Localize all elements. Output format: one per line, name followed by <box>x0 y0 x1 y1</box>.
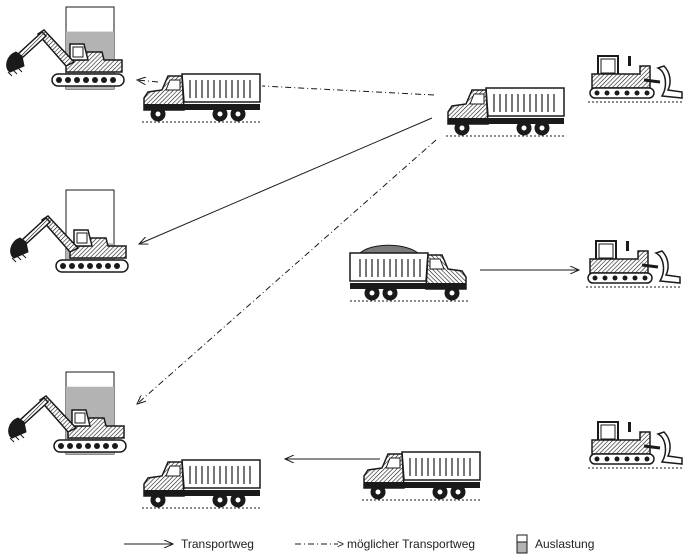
possible-route-truck2-to-truck1 <box>261 85 435 96</box>
truck-3-icon <box>349 244 469 302</box>
legend-possible-transport-label: möglicher Transportweg <box>347 537 475 551</box>
excavator-group-3 <box>7 371 127 455</box>
dozer-2-icon <box>584 239 682 289</box>
dozer-3-icon <box>586 420 684 470</box>
excavator-group-2 <box>9 189 129 273</box>
truck-2-icon <box>445 87 565 137</box>
possible-route-truck1-to-excavator1 <box>137 80 159 82</box>
legend-transport-label: Transportweg <box>181 537 254 551</box>
dozer-1-icon <box>586 54 684 104</box>
excavator-group-1 <box>5 6 125 90</box>
legend-utilization-fill <box>516 541 528 554</box>
truck-1-icon <box>141 73 261 123</box>
route-truck2-to-excavator2 <box>139 117 433 244</box>
legend-possible-transport-arrow: > <box>337 537 344 551</box>
legend-utilization-label: Auslastung <box>535 537 594 551</box>
possible-route-truck2-to-excavator3 <box>137 139 437 404</box>
legend: Transportweg > möglicher Transportweg Au… <box>124 534 594 554</box>
truck-5-icon <box>141 459 261 509</box>
